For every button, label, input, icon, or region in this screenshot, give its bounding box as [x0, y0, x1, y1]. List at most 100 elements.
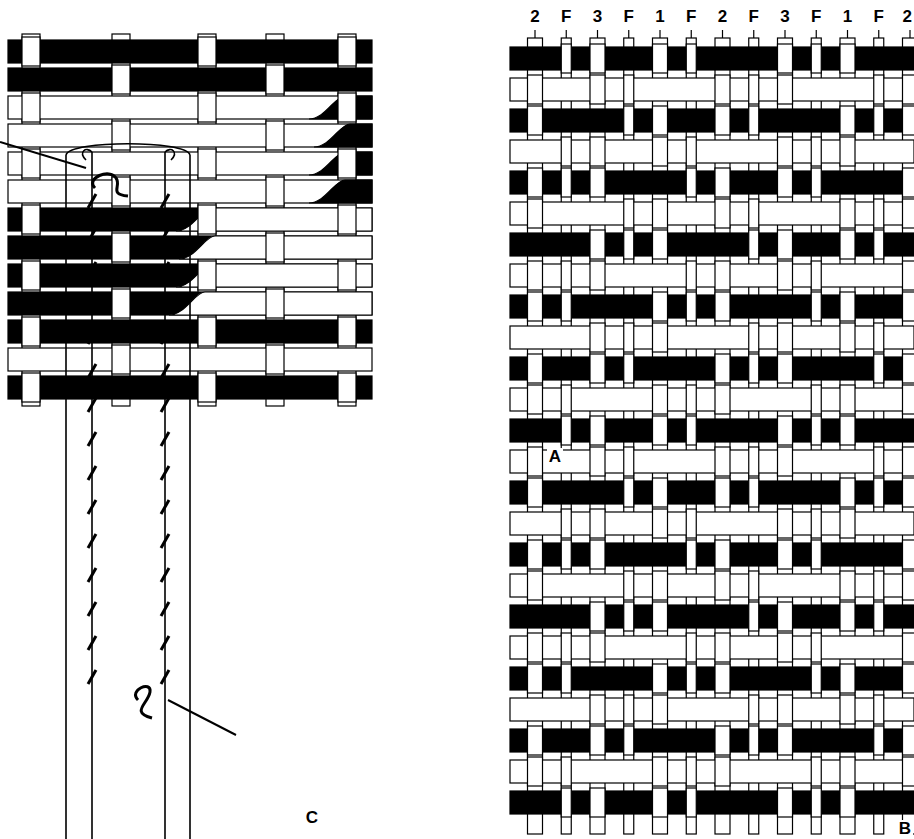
warp-float [840, 571, 855, 600]
warp-float [590, 726, 605, 755]
warp-float [686, 292, 696, 321]
stitch [88, 602, 96, 616]
warp-float [749, 602, 759, 631]
thread [93, 174, 128, 196]
warp-float [778, 509, 793, 538]
warp-float [778, 602, 793, 631]
warp-float [874, 199, 884, 228]
warp-label: F [624, 8, 634, 25]
warp-float [624, 106, 634, 135]
stitch [88, 466, 96, 480]
warp-thread [653, 38, 668, 834]
warp-float [590, 416, 605, 445]
warp-float [811, 509, 821, 538]
stitch [88, 534, 96, 548]
warp-float [686, 540, 696, 569]
warp-float [22, 261, 40, 290]
stitch [161, 194, 169, 208]
warp-float [266, 345, 284, 374]
warp-float [903, 478, 914, 507]
warp-float [561, 664, 571, 693]
warp-float [903, 106, 914, 135]
warp-float [338, 261, 356, 290]
warp-float [811, 540, 821, 569]
warp-float [624, 354, 634, 383]
warp-float [561, 416, 571, 445]
warp-float [528, 633, 543, 662]
warp-float [266, 65, 284, 94]
warp-float [811, 292, 821, 321]
warp-float [715, 447, 730, 476]
warp-float [528, 199, 543, 228]
warp-float [198, 149, 216, 178]
warp-float [715, 292, 730, 321]
warp-float [590, 44, 605, 73]
warp-float [624, 602, 634, 631]
warp-float [840, 323, 855, 352]
warp-thread [840, 38, 855, 834]
stitch [161, 636, 169, 650]
warp-float [528, 571, 543, 600]
warp-float [903, 447, 914, 476]
stitch [161, 466, 169, 480]
warp-float [778, 261, 793, 290]
stitch [88, 330, 96, 344]
warp-float [778, 75, 793, 104]
warp-float [686, 385, 696, 414]
warp-float [840, 385, 855, 414]
warp-float [811, 385, 821, 414]
warp-float [903, 385, 914, 414]
warp-float [653, 509, 668, 538]
warp-float [590, 354, 605, 383]
warp-float [653, 571, 668, 600]
warp-float [338, 205, 356, 234]
warp-float [590, 447, 605, 476]
weft-thread [510, 357, 914, 380]
warp-float [840, 602, 855, 631]
tube-wall [66, 152, 190, 839]
warp-float [715, 354, 730, 383]
warp-float [686, 788, 696, 817]
warp-float [624, 447, 634, 476]
panel-letter: C [304, 809, 320, 826]
warp-float [903, 75, 914, 104]
warp-float [903, 292, 914, 321]
warp-float [686, 664, 696, 693]
stitch [88, 636, 96, 650]
warp-float [840, 44, 855, 73]
warp-float [715, 168, 730, 197]
warp-float [903, 757, 914, 786]
stitch [161, 330, 169, 344]
warp-float [198, 205, 216, 234]
warp-float [653, 385, 668, 414]
warp-float [811, 44, 821, 73]
warp-float [528, 354, 543, 383]
warp-float [811, 168, 821, 197]
warp-float [624, 478, 634, 507]
warp-float [715, 633, 730, 662]
warp-float [749, 695, 759, 724]
stitch [88, 194, 96, 208]
warp-float [749, 199, 759, 228]
warp-float [874, 323, 884, 352]
stitch [161, 432, 169, 446]
warp-float [624, 726, 634, 755]
warp-float [903, 354, 914, 383]
warp-float [528, 478, 543, 507]
warp-float [112, 233, 130, 262]
warp-float [624, 323, 634, 352]
warp-float [653, 199, 668, 228]
warp-float [903, 168, 914, 197]
warp-float [686, 509, 696, 538]
tube-c [0, 142, 236, 839]
weft-join [309, 180, 372, 203]
warp-float [590, 509, 605, 538]
warp-float [840, 664, 855, 693]
warp-float [778, 230, 793, 259]
warp-float [874, 447, 884, 476]
warp-float [811, 137, 821, 166]
warp-label: 2 [530, 8, 539, 25]
warp-label: F [686, 8, 696, 25]
stitch [161, 602, 169, 616]
